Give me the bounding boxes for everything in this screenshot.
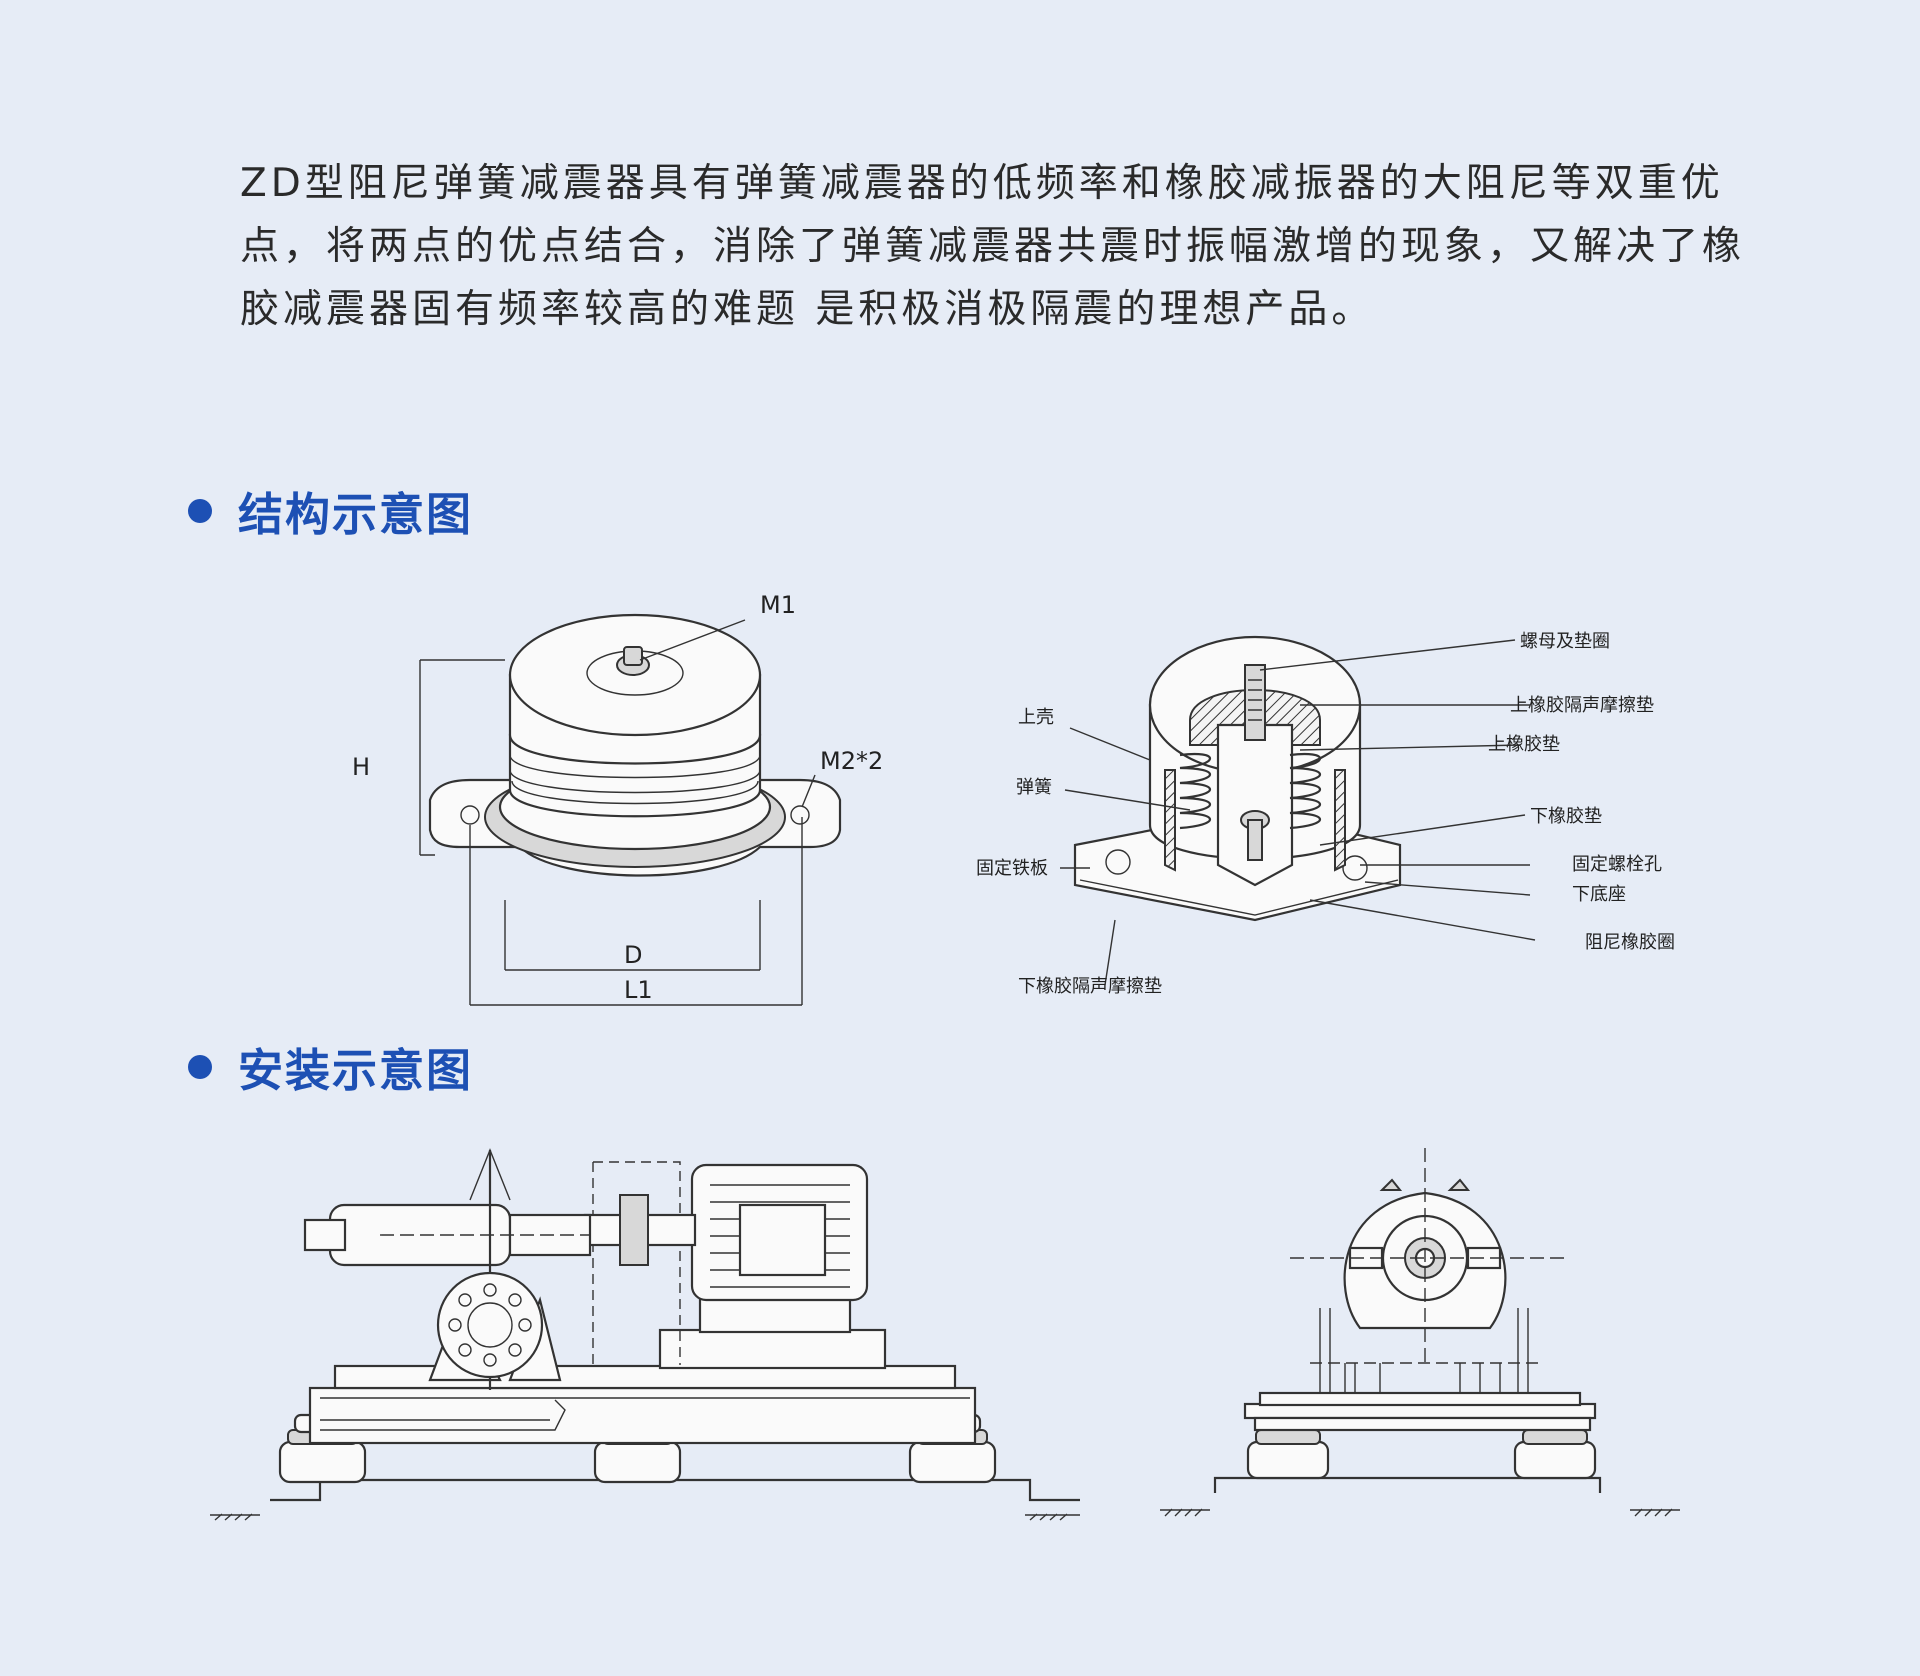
isolator-mounts-end bbox=[1246, 1416, 1597, 1480]
bullet-dot-icon bbox=[188, 498, 212, 523]
dim-label-l1: L1 bbox=[624, 976, 653, 1004]
label-fixing-bolt-hole: 固定螺栓孔 bbox=[1572, 854, 1662, 875]
section-title-structure: 结构示意图 bbox=[238, 488, 474, 541]
section-installation-heading: 安装示意图 bbox=[188, 1034, 473, 1099]
spring-coils bbox=[1179, 752, 1322, 830]
external-dimension-drawing: H M1 M2*2 D L1 bbox=[352, 591, 883, 1006]
section-title-installation: 安装示意图 bbox=[238, 1044, 474, 1097]
bullet-dot-icon bbox=[188, 1054, 212, 1079]
intro-line-3: 胶减震器固有频率较高的难题 是积极消极隔震的理想产品。 bbox=[240, 287, 1375, 332]
installation-side-view bbox=[210, 1148, 1080, 1521]
label-lower-rubber-sound-pad: 下橡胶隔声摩擦垫 bbox=[1018, 976, 1162, 997]
section-structure-heading: 结构示意图 bbox=[188, 478, 473, 543]
label-upper-rubber-pad: 上橡胶垫 bbox=[1488, 734, 1560, 755]
installation-end-view bbox=[1160, 1148, 1680, 1517]
label-lower-base: 下底座 bbox=[1572, 884, 1626, 905]
label-upper-rubber-sound-pad: 上橡胶隔声摩擦垫 bbox=[1510, 695, 1654, 716]
intro-paragraph: ZD型阻尼弹簧减震器具有弹簧减震器的低频率和橡胶减振器的大阻尼等双重优 点，将两… bbox=[240, 152, 1746, 341]
dim-label-d: D bbox=[624, 941, 642, 969]
label-spring: 弹簧 bbox=[1016, 777, 1052, 798]
dim-label-h: H bbox=[352, 753, 370, 781]
label-nut-washer: 螺母及垫圈 bbox=[1520, 631, 1610, 652]
dim-label-m2: M2*2 bbox=[820, 747, 883, 775]
intro-line-1: ZD型阻尼弹簧减震器具有弹簧减震器的低频率和橡胶减振器的大阻尼等双重优 bbox=[240, 161, 1724, 206]
label-lower-rubber-pad: 下橡胶垫 bbox=[1530, 806, 1602, 827]
label-damping-rubber-ring: 阻尼橡胶圈 bbox=[1585, 932, 1675, 953]
dim-label-m1: M1 bbox=[760, 591, 796, 619]
label-upper-shell: 上壳 bbox=[1018, 707, 1054, 728]
label-fixed-iron-plate: 固定铁板 bbox=[976, 858, 1048, 879]
intro-line-2: 点，将两点的优点结合，消除了弹簧减震器共震时振幅激增的现象，又解决了橡 bbox=[240, 224, 1746, 269]
cutaway-structure-drawing: 螺母及垫圈 上橡胶隔声摩擦垫 上壳 上橡胶垫 弹簧 下橡胶垫 固定铁板 固定螺栓… bbox=[976, 631, 1675, 997]
